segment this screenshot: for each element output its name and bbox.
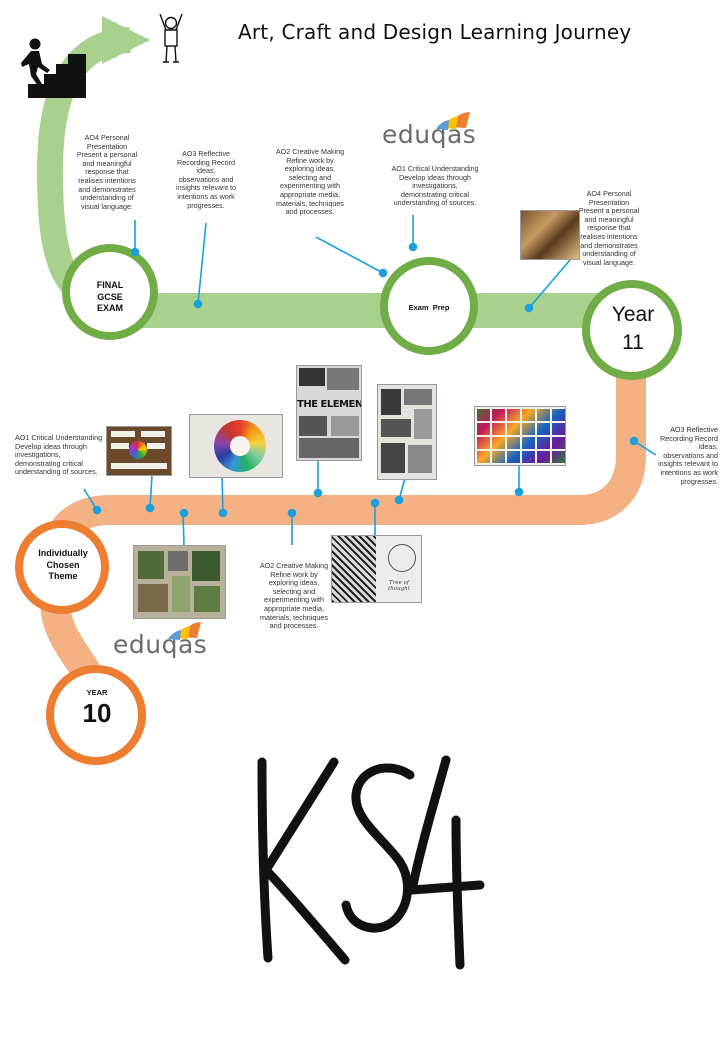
theme-circle bbox=[15, 520, 109, 614]
artwork-thumbnail-labels-collage bbox=[106, 426, 172, 476]
eduqas-logo-top: eduqas bbox=[382, 120, 477, 149]
year10-circle bbox=[46, 665, 146, 765]
theme-label: Individually Chosen Theme bbox=[38, 548, 88, 581]
final-exam-label: FINAL GCSE EXAM bbox=[96, 280, 124, 313]
ao1-note-left: AO1 Critical Understanding Develop ideas… bbox=[15, 433, 103, 477]
green-path-band bbox=[105, 293, 645, 328]
eduqas-logo-bottom: eduqas bbox=[113, 630, 208, 659]
cheering-person-icon bbox=[159, 13, 183, 63]
ao4-note-right: AO4 Personal Presentation Present a pers… bbox=[578, 189, 640, 267]
sketchbook-caption: Tree of thought bbox=[388, 580, 410, 592]
year11-word: Year bbox=[611, 303, 655, 326]
exam-prep-circle bbox=[380, 257, 478, 355]
final-exam-circle bbox=[62, 244, 158, 340]
artwork-thumbnail-photo-board bbox=[133, 545, 226, 619]
ao3-note-right: AO3 Reflective Recording Record ideas, o… bbox=[658, 425, 718, 486]
page-title: Art, Craft and Design Learning Journey bbox=[238, 20, 632, 44]
ao2-note-top: AO2 Creative Making Refine work by explo… bbox=[275, 147, 345, 217]
green-arrow-head bbox=[102, 16, 150, 64]
artwork-thumbnail-tall-collage bbox=[377, 384, 437, 480]
connectors bbox=[83, 215, 657, 546]
ao1-note-top: AO1 Critical Understanding Develop ideas… bbox=[391, 164, 479, 208]
ao3-note-top: AO3 Reflective Recording Record ideas, o… bbox=[176, 149, 236, 210]
eduqas-logo-mark-top bbox=[436, 112, 470, 130]
artwork-thumbnail-sketchbook-top-right bbox=[520, 210, 580, 260]
ao4-note-top: AO4 Personal Presentation Present a pers… bbox=[76, 133, 138, 211]
eduqas-logo-mark-bottom bbox=[168, 622, 201, 640]
stairs-climber-icon bbox=[21, 38, 86, 98]
artwork-thumbnail-ink-sketchbook: Tree of thought bbox=[331, 535, 422, 603]
exam-prep-label: Exam Prep bbox=[408, 303, 450, 312]
ao2-note-bottom: AO2 Creative Making Refine work by explo… bbox=[259, 561, 329, 631]
year11-number: 11 bbox=[622, 331, 644, 354]
year10-word: YEAR bbox=[86, 688, 108, 697]
elements-poster-title: THE ELEMENTS bbox=[297, 399, 362, 410]
year11-circle bbox=[582, 280, 682, 380]
year10-number: 10 bbox=[82, 698, 112, 728]
artwork-thumbnail-colour-wheel bbox=[189, 414, 283, 478]
artwork-thumbnail-pattern-grid bbox=[474, 406, 566, 466]
artwork-thumbnail-elements-poster: THE ELEMENTS bbox=[296, 365, 362, 461]
ks4-handwritten-graphic bbox=[257, 755, 485, 970]
